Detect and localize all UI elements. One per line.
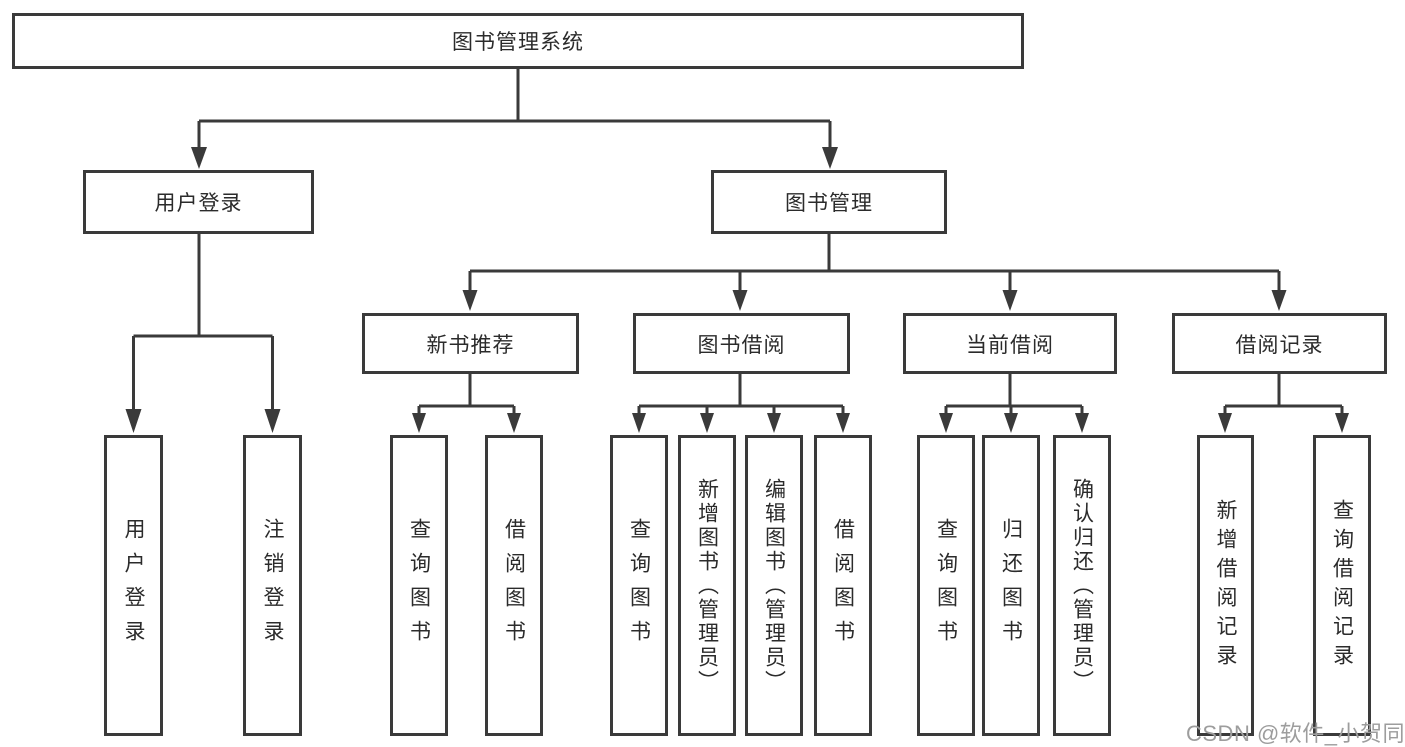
node-return-book-label: 归还图书	[999, 517, 1023, 654]
node-add-borrow-record: 新增借阅记录	[1197, 435, 1254, 736]
node-edit-book-admin-label: 编辑图书（管理员）	[762, 477, 786, 694]
node-search-books-recommend-label: 查询图书	[407, 517, 431, 654]
node-borrow-book: 借阅图书	[814, 435, 872, 736]
node-book-borrowing: 图书借阅	[633, 313, 850, 374]
node-return-book: 归还图书	[982, 435, 1040, 736]
node-search-books-recommend: 查询图书	[390, 435, 448, 736]
node-user-login: 用户登录	[83, 170, 314, 234]
node-search-books-current-label: 查询图书	[934, 517, 958, 654]
watermark: CSDN @软件_小贺同学	[1186, 721, 1405, 746]
node-edit-book-admin: 编辑图书（管理员）	[745, 435, 803, 736]
node-current-borrowing: 当前借阅	[903, 313, 1117, 374]
node-add-borrow-record-label: 新增借阅记录	[1214, 498, 1237, 673]
node-user-login-leaf-label: 用户登录	[122, 517, 145, 654]
node-borrow-book-recommend: 借阅图书	[485, 435, 543, 736]
node-logout-label: 注销登录	[261, 517, 284, 654]
node-book-management: 图书管理	[711, 170, 947, 234]
node-library-system: 图书管理系统	[12, 13, 1024, 69]
node-search-borrow-record: 查询借阅记录	[1313, 435, 1371, 736]
arrowheads	[125, 147, 1349, 433]
node-confirm-return-admin-label: 确认归还（管理员）	[1070, 477, 1094, 694]
node-new-book-recommend: 新书推荐	[362, 313, 579, 374]
connector-paths	[132, 69, 1344, 416]
node-search-books-borrowing-label: 查询图书	[627, 517, 651, 654]
node-search-books-borrowing: 查询图书	[610, 435, 668, 736]
node-add-book-admin-label: 新增图书（管理员）	[695, 477, 719, 694]
node-borrowing-records: 借阅记录	[1172, 313, 1387, 374]
node-borrow-book-recommend-label: 借阅图书	[502, 517, 526, 654]
node-logout: 注销登录	[243, 435, 302, 736]
node-confirm-return-admin: 确认归还（管理员）	[1053, 435, 1111, 736]
node-add-book-admin: 新增图书（管理员）	[678, 435, 736, 736]
node-search-books-current: 查询图书	[917, 435, 975, 736]
node-user-login-leaf: 用户登录	[104, 435, 163, 736]
node-borrow-book-label: 借阅图书	[831, 517, 855, 654]
node-search-borrow-record-label: 查询借阅记录	[1330, 498, 1354, 673]
